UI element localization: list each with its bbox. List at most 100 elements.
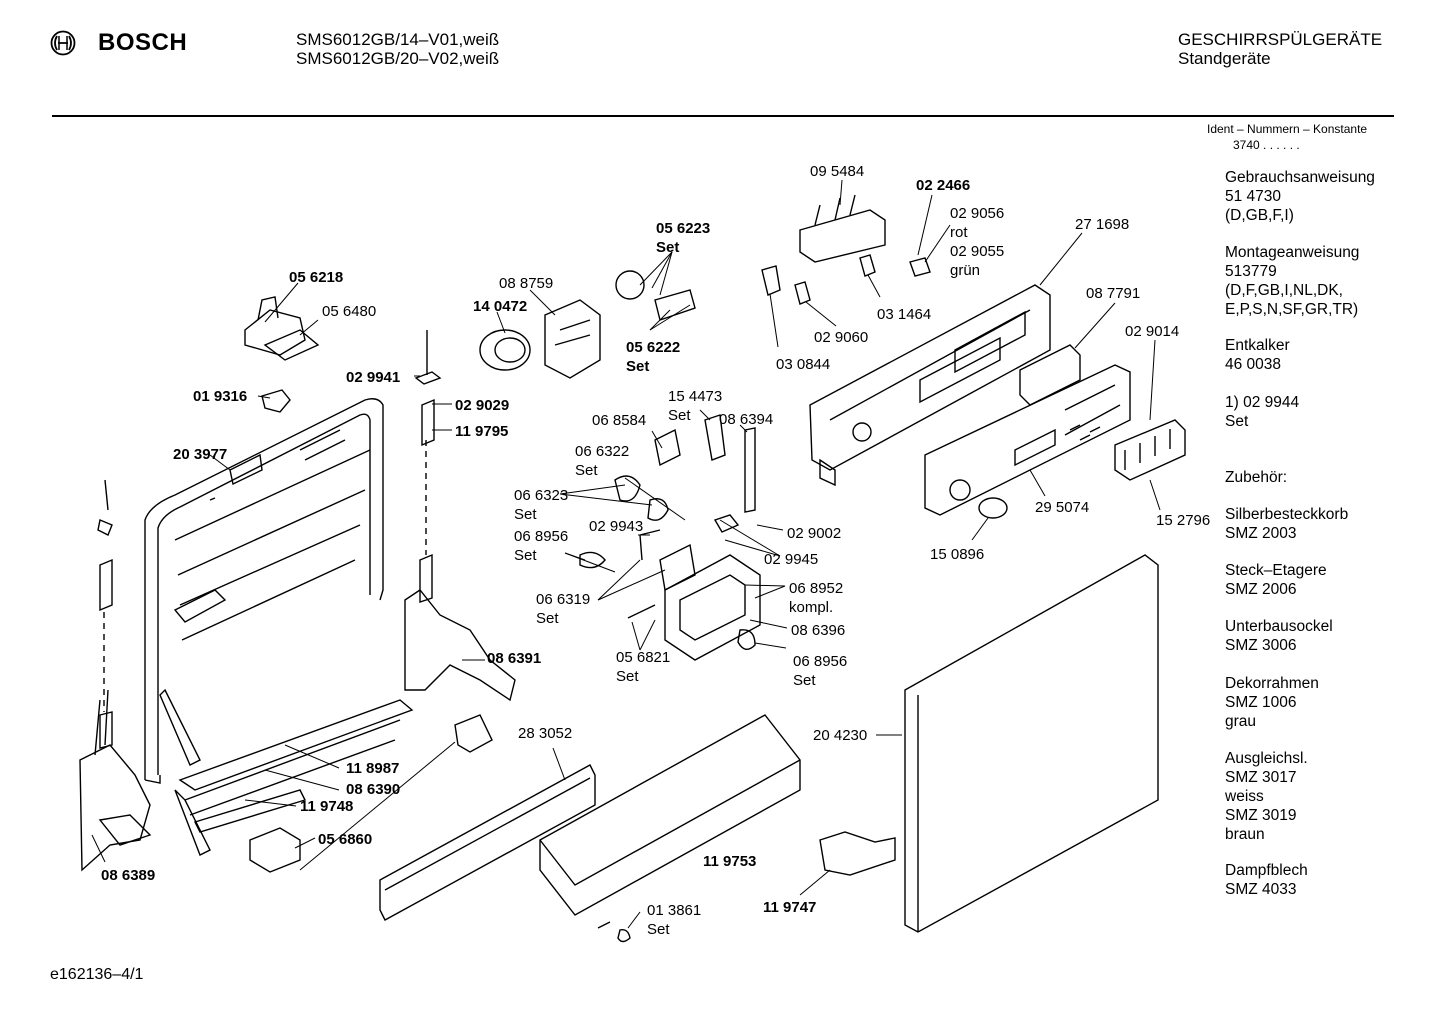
part-number-line: 02 9056 — [950, 205, 1004, 222]
part-number-label: 08 6394 — [719, 411, 773, 428]
part-number-line: 11 8987 — [346, 760, 399, 777]
part-number-label: 02 2466 — [916, 177, 970, 194]
part-number-label: 11 9748 — [300, 798, 353, 815]
kickplate-drawing — [539, 714, 801, 916]
part-number-line: 15 4473 — [668, 388, 722, 405]
part-number-label: 02 9002 — [787, 525, 841, 542]
part-number-line: 02 9029 — [455, 397, 509, 414]
part-number-line: grün — [950, 262, 980, 279]
part-number-line: 06 8956 — [514, 528, 568, 545]
lamp-drawing — [909, 257, 931, 277]
part-number-line: 08 6391 — [487, 650, 541, 667]
sidebar-line: SMZ 3006 — [1225, 637, 1297, 654]
part-number-line: Set — [536, 610, 559, 627]
plug-drawing — [761, 265, 781, 296]
part-number-line: 29 5074 — [1035, 499, 1089, 516]
door-drawing — [144, 398, 384, 784]
part-number-line: 03 1464 — [877, 306, 931, 323]
part-number-line: 08 6396 — [791, 622, 845, 639]
sidebar-line: SMZ 3019 — [1225, 807, 1297, 824]
sidebar-block: Zubehör: — [1225, 468, 1287, 487]
model-line-2: SMS6012GB/20–V02,weiß — [296, 49, 500, 68]
model-line-1: SMS6012GB/14–V01,weiß — [296, 30, 500, 49]
sidebar-line: SMZ 2003 — [1225, 525, 1297, 542]
screw-set-drawing — [597, 921, 631, 943]
part-number-line: Set — [514, 547, 537, 564]
latch-drawing — [244, 296, 320, 361]
clip-drawing — [261, 389, 291, 413]
part-number-line: 15 2796 — [1156, 512, 1210, 529]
part-number-line: 08 8759 — [499, 275, 553, 292]
sidebar-line: Entkalker — [1225, 337, 1290, 354]
part-number-line: 05 6480 — [322, 303, 376, 320]
part-number-label: 05 6218 — [289, 269, 343, 286]
part-number-line: 14 0472 — [473, 298, 527, 315]
sidebar-line: Set — [1225, 413, 1249, 430]
part-number-line: 11 9747 — [763, 899, 816, 916]
header-rule — [52, 115, 1394, 117]
sidebar-line: SMZ 2006 — [1225, 581, 1297, 598]
part-number-line: 20 4230 — [813, 727, 867, 744]
sidebar-line: Steck–Etagere — [1225, 562, 1327, 579]
part-number-line: 05 6821 — [616, 649, 670, 666]
buttons-drawing — [1069, 419, 1186, 481]
bolt-drawing — [859, 254, 876, 277]
connector-drawing — [799, 194, 886, 263]
left-hinge-drawing — [79, 479, 152, 872]
part-number-label: 08 6391 — [487, 650, 541, 667]
part-number-label: 20 4230 — [813, 727, 867, 744]
part-number-line: 06 6322 — [575, 443, 629, 460]
part-number-line: Set — [647, 921, 670, 938]
part-number-line: 06 8584 — [592, 412, 646, 429]
ident-label: Ident – Nummern – Konstante — [1207, 122, 1368, 136]
part-number-line: 05 6218 — [289, 269, 343, 286]
bracket-drawing — [819, 831, 896, 876]
part-number-label: 06 8584 — [592, 412, 646, 429]
part-number-line: 02 9941 — [346, 369, 400, 386]
part-number-line: 28 3052 — [518, 725, 572, 742]
part-number-label: 08 6389 — [101, 867, 155, 884]
part-number-line: 02 9060 — [814, 329, 868, 346]
part-number-line: 08 6390 — [346, 781, 400, 798]
sidebar-line: Silberbesteckkorb — [1225, 506, 1349, 523]
sidebar-line: (D,GB,F,I) — [1225, 207, 1294, 224]
part-number-line: 20 3977 — [173, 446, 227, 463]
part-drawings — [79, 194, 1186, 943]
sidebar-line: Montageanweisung — [1225, 244, 1360, 261]
part-number-label: 05 6860 — [318, 831, 372, 848]
door-panel-drawing — [904, 554, 1159, 933]
part-number-line: 06 6319 — [536, 591, 590, 608]
part-number-label: 02 9945 — [764, 551, 818, 568]
part-number-label: 11 9795 — [455, 423, 508, 440]
sidebar-line: Dekorrahmen — [1225, 675, 1319, 692]
part-number-line: 05 6860 — [318, 831, 372, 848]
document-id: e162136–4/1 — [50, 966, 144, 983]
leader-lines — [91, 179, 1161, 929]
part-number-line: 02 9945 — [764, 551, 818, 568]
part-number-line: Set — [626, 358, 649, 375]
part-number-line: 01 3861 — [647, 902, 701, 919]
part-number-label: 11 9753 — [703, 853, 756, 870]
part-number-label: 02 9060 — [814, 329, 868, 346]
part-number-label: 11 8987 — [346, 760, 399, 777]
part-number-label: 09 5484 — [810, 163, 864, 180]
part-number-line: 02 2466 — [916, 177, 970, 194]
part-number-label: 03 1464 — [877, 306, 931, 323]
model-numbers: SMS6012GB/14–V01,weiß SMS6012GB/20–V02,w… — [296, 30, 499, 68]
sidebar-line: Ausgleichsl. — [1225, 750, 1308, 767]
sidebar-line: (D,F,GB,I,NL,DK, — [1225, 282, 1343, 299]
